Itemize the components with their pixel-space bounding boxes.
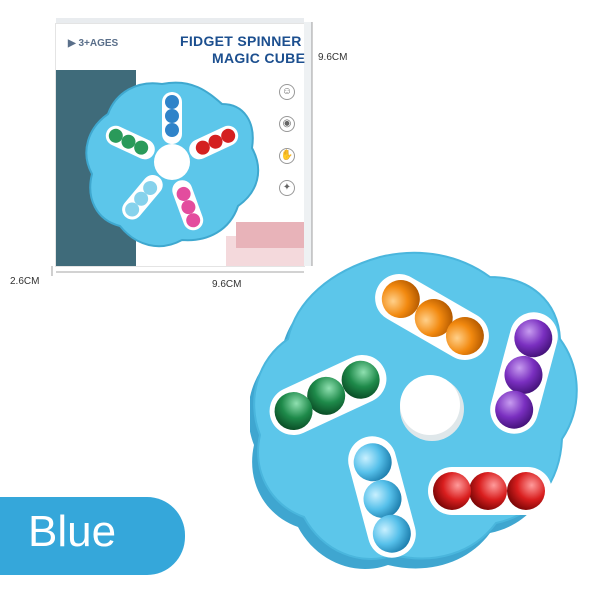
box-slot-green-balls xyxy=(105,125,155,160)
orange-bead xyxy=(445,317,484,355)
box-title-line2: MAGIC CUBE xyxy=(212,50,306,66)
puzzle-icon: ✦ xyxy=(279,180,295,196)
blue-bead xyxy=(372,514,411,553)
box-slot-blue-balls xyxy=(162,92,182,144)
red-bead-slot xyxy=(428,467,552,515)
green-bead xyxy=(307,376,346,415)
box-side-edge xyxy=(304,22,312,266)
blue-bead xyxy=(363,479,402,518)
dimension-lines xyxy=(51,22,313,276)
orange-bead xyxy=(414,299,453,337)
purple-bead xyxy=(495,390,534,429)
red-bead xyxy=(469,472,507,510)
purple-bead-slot xyxy=(490,312,558,434)
color-label-text: Blue xyxy=(28,507,117,556)
spinner-center-button xyxy=(400,375,460,435)
height-dimension: 9.6CM xyxy=(318,52,348,63)
green-bead-slot xyxy=(269,354,387,436)
box-slot-red-balls xyxy=(189,125,239,160)
orange-bead-slot xyxy=(375,274,489,360)
purple-bead xyxy=(504,355,543,394)
box-top-edge xyxy=(56,18,304,24)
box-slot-pink-balls xyxy=(172,180,204,231)
hand-icon: ✋ xyxy=(279,148,295,164)
eye-icon: ◉ xyxy=(279,116,295,132)
red-bead xyxy=(507,472,545,510)
red-bead xyxy=(433,472,471,510)
blue-bead-slot xyxy=(348,436,416,558)
blue-bead xyxy=(353,443,392,482)
box-spinner-image xyxy=(85,81,260,248)
face-icon: ☺ xyxy=(279,84,295,100)
color-label-pill xyxy=(0,497,185,575)
green-bead xyxy=(341,360,380,399)
green-bead xyxy=(274,392,313,431)
box-slot-lightblue-balls xyxy=(122,174,163,220)
box-spinner-center xyxy=(154,144,190,180)
main-spinner xyxy=(250,251,578,569)
age-label: ▶ 3+AGES xyxy=(68,38,118,49)
age-text: 3+AGES xyxy=(78,38,119,49)
age-icon: ▶ xyxy=(68,38,76,49)
purple-bead xyxy=(514,319,553,358)
depth-dimension: 2.6CM xyxy=(10,276,40,287)
box-title-line1: FIDGET SPINNER xyxy=(180,33,302,49)
orange-bead xyxy=(381,280,420,318)
box-pink-band xyxy=(236,222,304,248)
width-dimension: 9.6CM xyxy=(212,279,242,290)
